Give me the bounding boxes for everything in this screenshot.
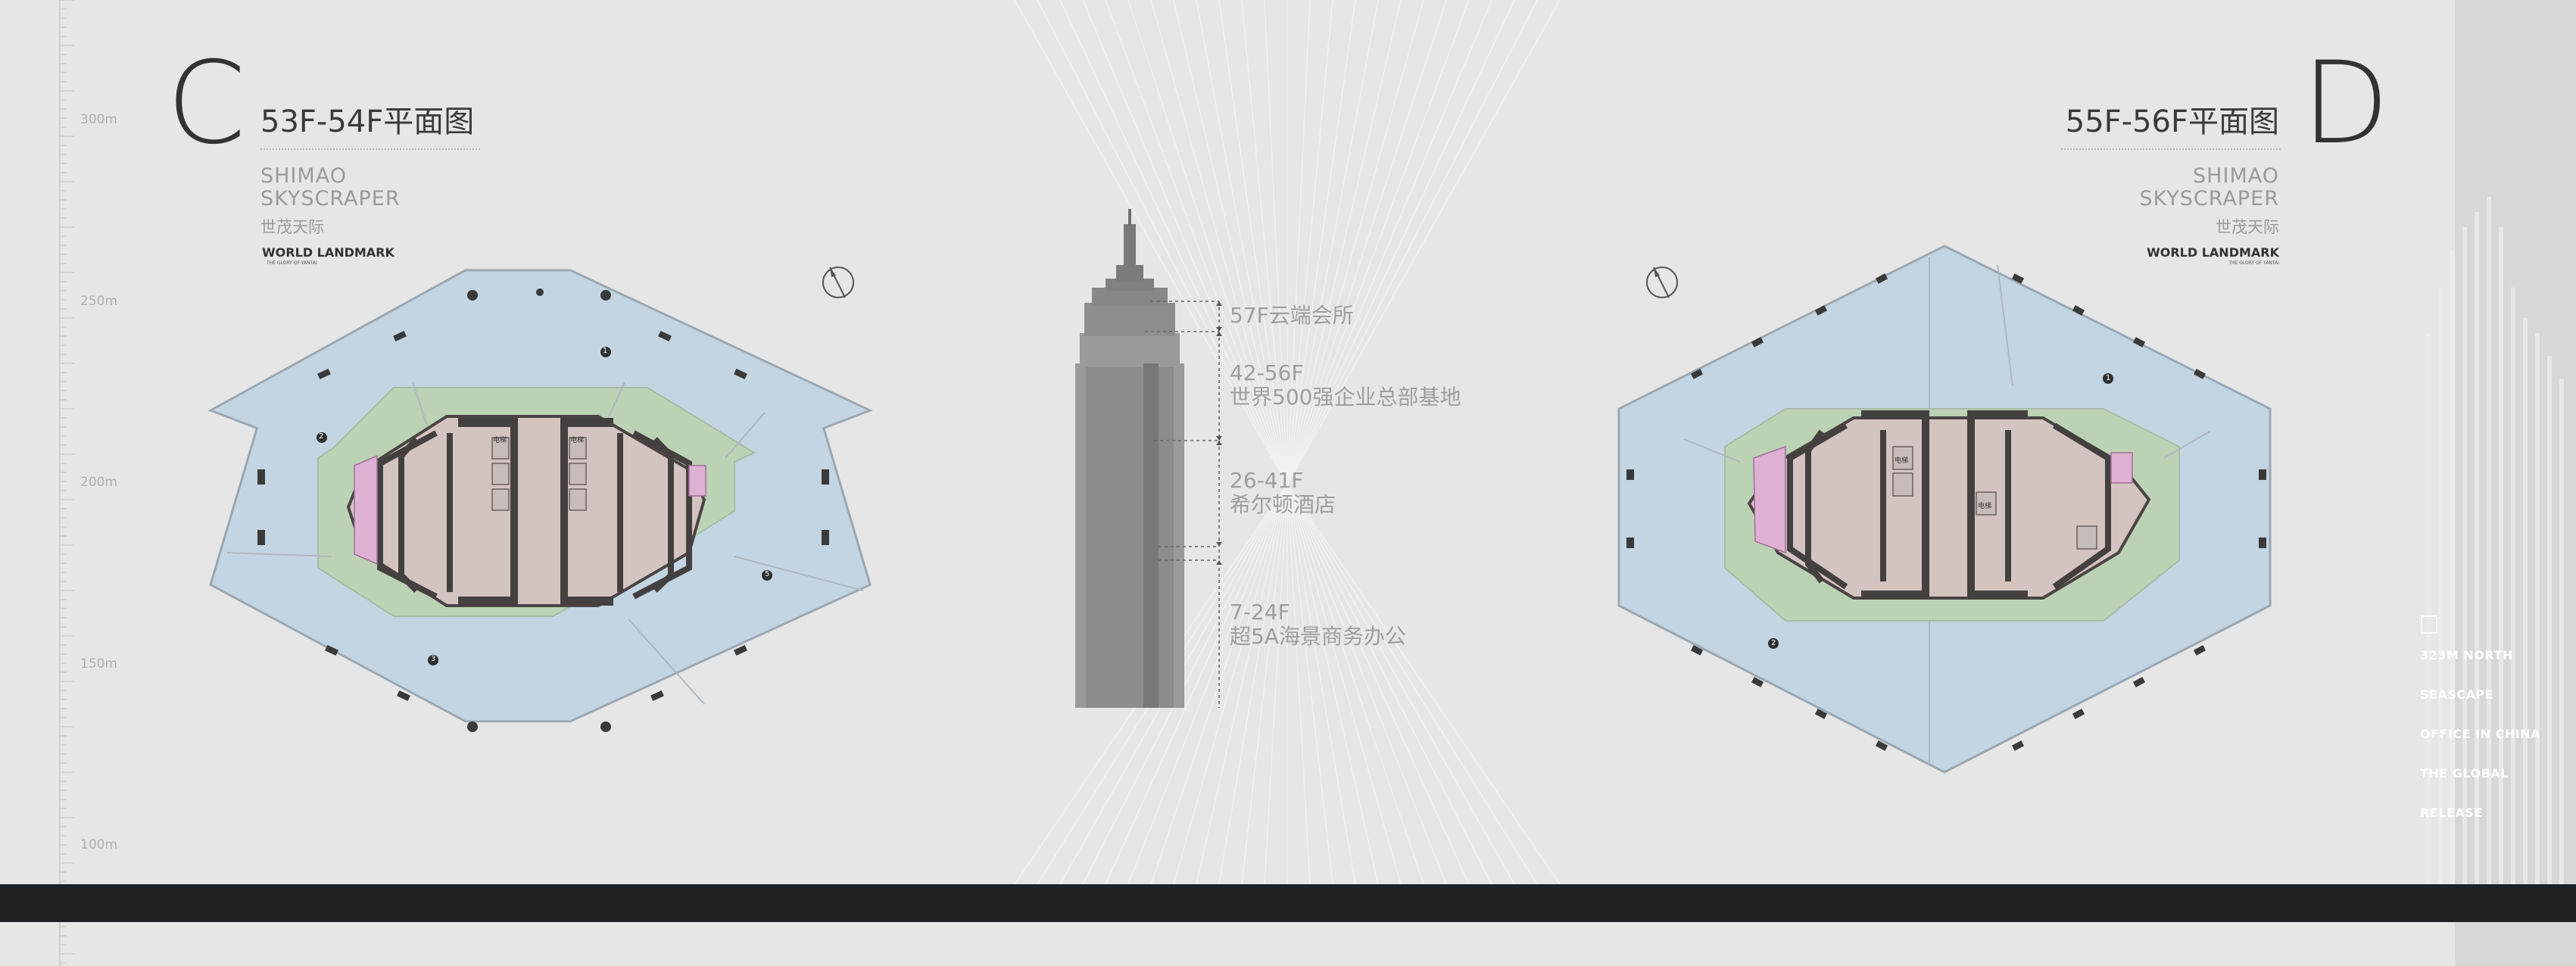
background-ray	[1286, 0, 1402, 485]
background-ray	[1286, 484, 1379, 885]
right-floor-plan	[1617, 245, 2272, 774]
bottom-bar	[0, 884, 2576, 922]
background-ray	[1218, 0, 1288, 485]
background-ray	[1286, 484, 1424, 885]
release-line-5: RELEASE	[2420, 806, 2483, 820]
tower-level-57f: 57F云端会所	[1230, 303, 1354, 328]
background-ray	[1286, 484, 1311, 885]
background-ray	[1286, 0, 1492, 485]
tower-level-7-24f: 7-24F	[1230, 600, 1290, 625]
background-ray	[1286, 484, 1538, 885]
left-floor-plan	[207, 269, 873, 732]
background-ray	[1127, 484, 1288, 885]
background-ray	[1173, 0, 1288, 485]
ruler-ticks	[59, 0, 74, 966]
right-landmark-sub: THE GLORY OF YANTAI	[2228, 260, 2279, 266]
left-zone-label-3: 3	[431, 655, 436, 663]
left-elevator-label-2: 电梯	[570, 437, 585, 444]
background-ray	[1196, 484, 1288, 885]
background-ray	[1241, 0, 1288, 485]
ruler-label-200m: 200m	[80, 475, 118, 490]
background-ray	[1014, 0, 1288, 485]
right-subtitle-cn: 世茂天际	[2216, 218, 2279, 236]
background-ray	[1150, 0, 1288, 485]
background-ray	[1082, 484, 1288, 885]
background-ray	[1173, 484, 1288, 885]
background-ray	[1286, 484, 1470, 885]
tower-level-7-24f-desc: 超5A海景商务办公	[1230, 624, 1406, 649]
release-line-4: THE GLOBAL	[2420, 766, 2509, 781]
right-subtitle-shimao: SHIMAO	[2193, 164, 2279, 188]
background-ray	[1286, 0, 1424, 485]
right-subtitle-skyscraper: SKYSCRAPER	[2139, 187, 2279, 210]
background-ray	[1105, 484, 1288, 885]
left-title-divider	[260, 148, 480, 150]
height-ruler: 300m 250m 200m 150m 100m	[58, 0, 117, 966]
background-ray	[1082, 0, 1288, 485]
tower-level-42-56f: 42-56F	[1230, 360, 1304, 385]
left-landmark-sub: THE GLORY OF YANTAI	[267, 260, 317, 266]
right-landmark: WORLD LANDMARK	[2147, 245, 2279, 260]
left-elevator-label: 电梯	[493, 437, 507, 444]
background-ray	[1286, 0, 1311, 485]
left-zone-label-2: 2	[319, 432, 324, 441]
background-ray	[1127, 0, 1288, 485]
background-ray	[1286, 0, 1470, 485]
ruler-label-100m: 100m	[80, 837, 118, 852]
left-zone-label-5: 5	[765, 570, 770, 578]
skyline-decoration	[2426, 0, 2576, 966]
ruler-label-150m: 150m	[80, 656, 118, 672]
background-ray	[1286, 484, 1561, 885]
right-zone-label-1: 1	[2106, 374, 2111, 382]
background-ray	[1286, 0, 1515, 485]
background-ray	[1286, 484, 1402, 885]
left-subtitle-cn: 世茂天际	[260, 218, 324, 236]
background-ray	[1286, 0, 1538, 485]
background-ray	[1286, 484, 1333, 885]
left-subtitle-shimao: SHIMAO	[260, 164, 347, 188]
background-ray	[1105, 0, 1288, 485]
background-ray	[1286, 484, 1356, 885]
right-plan-title: 55F-56F平面图	[2065, 104, 2279, 139]
ruler-label-250m: 250m	[80, 294, 118, 309]
background-ray	[1241, 484, 1288, 885]
release-line-2: SEASCAPE	[2420, 687, 2494, 702]
release-marker-square	[2421, 615, 2437, 634]
right-zone-label-2: 2	[1771, 639, 1776, 647]
background-ray	[1037, 0, 1288, 485]
background-ray	[1286, 484, 1492, 885]
background-ray	[1286, 0, 1561, 485]
background-ray	[1196, 0, 1288, 485]
background-ray	[1286, 0, 1333, 485]
left-subtitle-skyscraper: SKYSCRAPER	[260, 187, 401, 210]
right-elevator-label-2: 电梯	[1978, 503, 1992, 510]
background-ray	[1264, 484, 1288, 885]
left-north-compass-icon	[822, 266, 854, 298]
right-north-compass-icon	[1646, 266, 1678, 298]
right-title-divider	[2061, 148, 2281, 150]
background-ray	[1264, 0, 1288, 485]
background-ray	[1286, 484, 1515, 885]
left-zone-label-1: 1	[603, 347, 608, 355]
left-plan-title: 53F-54F平面图	[260, 104, 475, 139]
tower-level-42-56f-desc: 世界500强企业总部基地	[1230, 385, 1461, 410]
background-ray	[1218, 484, 1288, 885]
background-ray	[1286, 0, 1356, 485]
left-landmark: WORLD LANDMARK	[262, 245, 395, 260]
background-ray	[1286, 0, 1447, 485]
ruler-label-300m: 300m	[80, 112, 118, 127]
tower-elevation	[1075, 209, 1222, 708]
release-line-1: 323M NORTH	[2420, 648, 2513, 662]
right-elevator-label: 电梯	[1895, 457, 1909, 465]
right-plan-letter: D	[2302, 38, 2390, 170]
left-plan-letter: C	[167, 38, 246, 170]
background-ray	[1286, 484, 1447, 885]
background-ray	[1059, 0, 1288, 485]
background-ray	[1286, 0, 1379, 485]
tower-level-26-41f-desc: 希尔顿酒店	[1230, 492, 1336, 517]
release-line-3: OFFICE IN CHINA	[2420, 727, 2540, 741]
tower-level-26-41f: 26-41F	[1230, 468, 1304, 493]
